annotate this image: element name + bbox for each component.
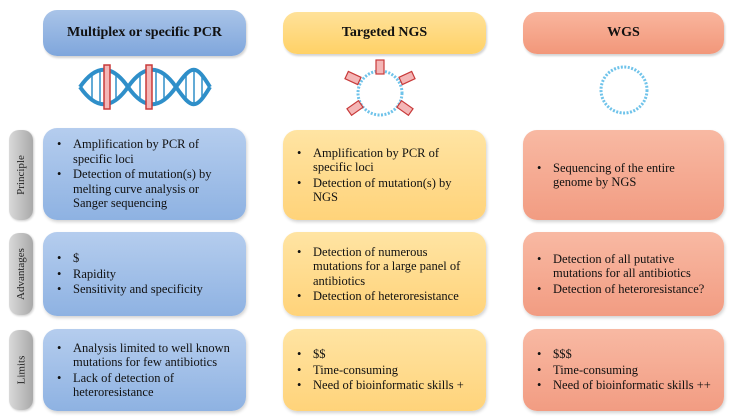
list-limits-pcr: Analysis limited to well known mutations… xyxy=(55,340,236,401)
list-item: Detection of heteroresistance? xyxy=(535,282,714,297)
list-item: $$$ xyxy=(535,347,711,362)
list-principle-wgs: Sequencing of the entire genome by NGS xyxy=(535,160,714,191)
list-item: Detection of heteroresistance xyxy=(295,289,476,304)
list-principle-ngs: Amplification by PCR of specific loci De… xyxy=(295,145,476,206)
cell-principle-wgs: Sequencing of the entire genome by NGS xyxy=(523,130,724,220)
list-advantages-pcr: $ Rapidity Sensitivity and specificity xyxy=(55,250,203,298)
row-label-limits: Limits xyxy=(9,330,33,410)
cell-advantages-pcr: $ Rapidity Sensitivity and specificity xyxy=(43,232,246,316)
list-advantages-ngs: Detection of numerous mutations for a la… xyxy=(295,244,476,305)
list-item: Detection of mutation(s) by NGS xyxy=(295,176,476,205)
list-item: Lack of detection of heteroresistance xyxy=(55,371,236,400)
dna-double-helix-icon xyxy=(78,64,212,110)
list-item: Detection of all putative mutations for … xyxy=(535,252,714,281)
header-ngs-title: Targeted NGS xyxy=(341,25,428,40)
list-item: Detection of mutation(s) by melting curv… xyxy=(55,167,236,211)
list-item: Detection of numerous mutations for a la… xyxy=(295,245,476,289)
header-wgs: WGS xyxy=(523,12,724,54)
list-item: Analysis limited to well known mutations… xyxy=(55,341,236,370)
cell-principle-pcr: Amplification by PCR of specific loci De… xyxy=(43,128,246,220)
list-item: Rapidity xyxy=(55,267,203,282)
list-item: Need of bioinformatic skills + xyxy=(295,378,464,393)
cell-principle-ngs: Amplification by PCR of specific loci De… xyxy=(283,130,486,220)
header-targeted-ngs: Targeted NGS xyxy=(283,12,486,54)
list-advantages-wgs: Detection of all putative mutations for … xyxy=(535,251,714,298)
header-pcr-title: Multiplex or specific PCR xyxy=(67,25,222,40)
list-item: Sequencing of the entire genome by NGS xyxy=(535,161,714,190)
list-item: $$ xyxy=(295,347,464,362)
cell-advantages-wgs: Detection of all putative mutations for … xyxy=(523,232,724,316)
list-limits-wgs: $$$ Time-consuming Need of bioinformatic… xyxy=(535,346,711,394)
circular-genome-icon xyxy=(599,65,649,115)
cell-advantages-ngs: Detection of numerous mutations for a la… xyxy=(283,232,486,316)
list-limits-ngs: $$ Time-consuming Need of bioinformatic … xyxy=(295,346,464,394)
list-item: Time-consuming xyxy=(295,363,464,378)
list-item: Amplification by PCR of specific loci xyxy=(295,146,476,175)
header-wgs-title: WGS xyxy=(607,25,640,40)
list-item: Sensitivity and specificity xyxy=(55,282,203,297)
circular-genome-targeted-icon xyxy=(344,59,416,117)
header-pcr: Multiplex or specific PCR xyxy=(43,10,246,56)
list-item: Time-consuming xyxy=(535,363,711,378)
list-item: $ xyxy=(55,251,203,266)
list-item: Amplification by PCR of specific loci xyxy=(55,137,236,166)
cell-limits-pcr: Analysis limited to well known mutations… xyxy=(43,329,246,411)
cell-limits-ngs: $$ Time-consuming Need of bioinformatic … xyxy=(283,329,486,411)
row-label-advantages: Advantages xyxy=(9,233,33,315)
cell-limits-wgs: $$$ Time-consuming Need of bioinformatic… xyxy=(523,329,724,411)
row-label-principle: Principle xyxy=(9,130,33,220)
list-principle-pcr: Amplification by PCR of specific loci De… xyxy=(55,136,236,212)
list-item: Need of bioinformatic skills ++ xyxy=(535,378,711,393)
